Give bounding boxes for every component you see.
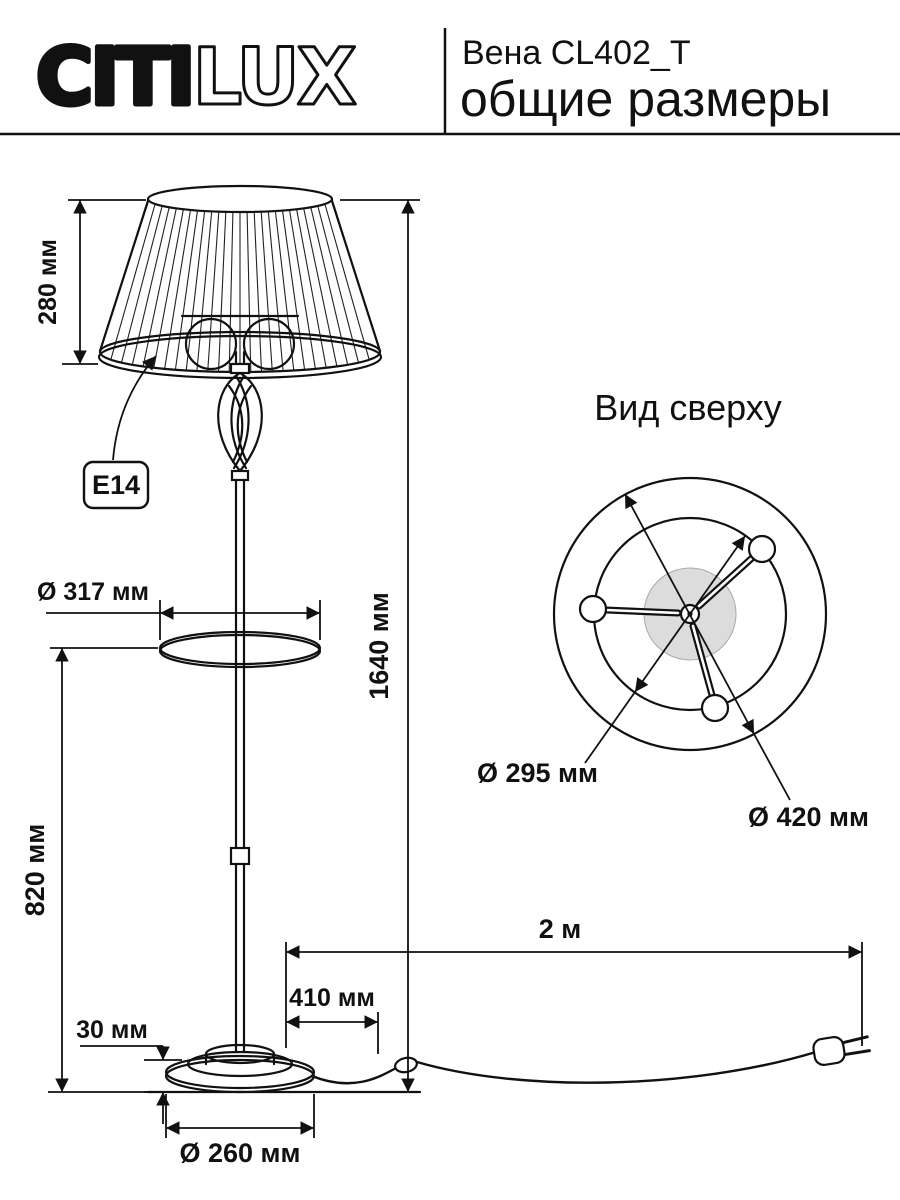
dim-label-base-diameter: Ø 260 мм (180, 1138, 301, 1168)
top-view-arm-ball (578, 594, 608, 624)
shade-pleats (99, 198, 381, 372)
dim-shade-height: 280 мм (34, 199, 146, 365)
twist-weave (236, 384, 253, 464)
dim-label-total-height: 1640 мм (364, 592, 394, 700)
dim-label-cord-to-switch: 410 мм (289, 984, 375, 1012)
twist-outline-right (238, 371, 263, 473)
top-view-dimensions: Ø 295 мм Ø 420 мм (477, 493, 869, 832)
twist-outline-left (217, 371, 242, 473)
dim-label-socket: E14 (92, 470, 140, 500)
shade-right-edge (330, 199, 382, 353)
pole-joint (229, 846, 251, 866)
twist-bottom-collar (230, 469, 250, 482)
dim-total-height: 1640 мм (340, 199, 420, 1092)
bulb-right (242, 317, 296, 371)
shelf-rim (158, 633, 322, 669)
dim-label-base-height: 30 мм (76, 1016, 148, 1044)
dim-cord-to-switch: 410 мм (285, 942, 379, 1054)
dim-label-shade-height: 280 мм (34, 239, 62, 325)
top-view-title: Вид сверху (594, 387, 782, 428)
shade-top-ring (146, 184, 334, 214)
drawing-subtitle: общие размеры (460, 71, 831, 127)
socket-callout-box (82, 460, 150, 510)
dim-cord-length: 2 м (286, 914, 863, 1046)
twist-top-collar (229, 362, 251, 375)
shelf-ellipse (158, 630, 322, 666)
top-view-arm-ball (747, 534, 777, 564)
dimension-annotations: 280 мм E14 Ø 317 мм 1640 мм 820 мм (20, 199, 863, 1168)
top-view-arm-ball (700, 693, 730, 723)
dim-label-outer-diameter: Ø 420 мм (748, 802, 869, 832)
plug-icon (812, 1035, 871, 1066)
dim-label-shelf-height: 820 мм (20, 824, 50, 917)
top-view: Вид сверху Ø 295 мм (477, 387, 869, 832)
base-outer (164, 1054, 316, 1090)
dim-label-inner-diameter: Ø 295 мм (477, 758, 598, 788)
dim-label-cord-length: 2 м (539, 914, 582, 944)
twist-weave (230, 374, 248, 470)
shade-bottom-rim-outer (97, 334, 383, 380)
model-name: Вена CL402_T (462, 34, 691, 72)
cord-switch-icon (394, 1056, 418, 1074)
twist-weave (227, 384, 244, 464)
dim-base-height: 30 мм (76, 1016, 182, 1124)
dim-base-diameter: Ø 260 мм (165, 1094, 315, 1168)
cord-segment-1 (310, 1066, 398, 1085)
floor-lamp-drawing (97, 184, 871, 1094)
brand-logo: CITILUX (36, 33, 356, 123)
twist-weave (232, 374, 250, 470)
brand-logo-lux: LUX (193, 33, 356, 123)
top-view-outer-circle (552, 476, 828, 752)
dim-label-shelf-diameter: Ø 317 мм (37, 578, 149, 606)
shade-left-edge (98, 199, 150, 353)
socket-leader-line (112, 355, 157, 461)
dim-shelf-diameter: Ø 317 мм (37, 578, 321, 640)
cord-segment-2 (415, 1050, 818, 1084)
socket-callout: E14 (82, 355, 157, 510)
bulb-left (184, 317, 238, 371)
brand-logo-citi: CITI (36, 33, 193, 123)
dim-shelf-height: 820 мм (20, 647, 158, 1093)
header: CITILUX Вена CL402_T общие размеры (0, 28, 900, 136)
